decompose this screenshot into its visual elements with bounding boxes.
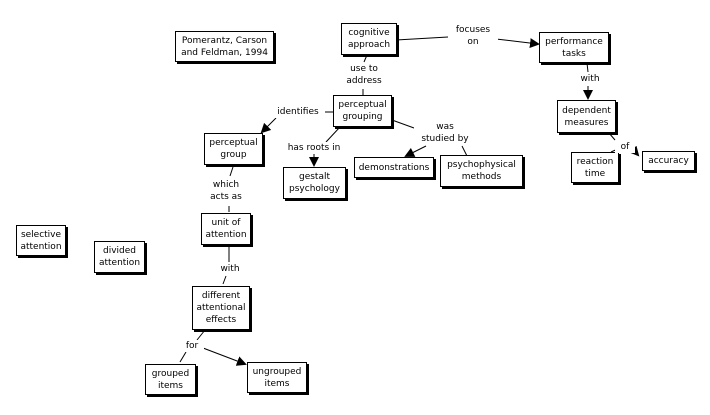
node-ungrouped-items[interactable]: ungrouped items xyxy=(247,362,307,393)
connector-group-which xyxy=(229,166,234,177)
link-label-with-1: with xyxy=(575,73,605,85)
node-grouped-items-label: grouped items xyxy=(151,368,190,391)
node-cognitive-approach[interactable]: cognitive approach xyxy=(341,23,397,55)
node-demonstrations-label: demonstrations xyxy=(358,162,430,173)
connector-cognitive-useto xyxy=(363,54,368,63)
node-demonstrations[interactable]: demonstrations xyxy=(354,157,434,178)
node-unit-of-attention-label: unit of attention xyxy=(205,218,247,240)
node-psychophysical-methods[interactable]: psychophysical methods xyxy=(440,155,523,187)
connector-for-ungrouped xyxy=(202,347,247,366)
node-performance-tasks[interactable]: performance tasks xyxy=(539,32,609,63)
node-citation[interactable]: Pomerantz, Carson and Feldman, 1994 xyxy=(175,31,274,62)
connector-identifies-group xyxy=(260,117,277,134)
node-perceptual-group-label: perceptual group xyxy=(209,138,258,160)
node-perceptual-grouping-label: perceptual grouping xyxy=(338,100,387,122)
connector-focuses-performance xyxy=(495,38,540,49)
node-accuracy-label: accuracy xyxy=(648,156,689,166)
connector-with-effects xyxy=(222,275,227,285)
node-grouped-items[interactable]: grouped items xyxy=(145,364,196,395)
link-label-has-roots-in: has roots in xyxy=(283,142,345,154)
link-label-was-studied-by: was studied by xyxy=(414,121,476,145)
node-perceptual-grouping[interactable]: perceptual grouping xyxy=(333,95,392,127)
node-dependent-measures[interactable]: dependent measures xyxy=(557,100,616,133)
node-divided-attention-label: divided attention xyxy=(98,246,141,268)
node-selective-attention[interactable]: selective attention xyxy=(16,225,66,256)
node-perceptual-group[interactable]: perceptual group xyxy=(204,133,263,165)
node-divided-attention[interactable]: divided attention xyxy=(94,241,145,273)
connector-effects-for xyxy=(196,329,206,341)
node-selective-attention-label: selective attention xyxy=(20,229,62,252)
connector-grouping-roots xyxy=(325,126,341,143)
node-gestalt-psychology[interactable]: gestalt psychology xyxy=(283,167,346,199)
connector-for-grouped xyxy=(179,351,187,363)
connector-studied-demonstrations xyxy=(404,145,427,157)
link-label-focuses-on: focuses on xyxy=(448,24,498,48)
node-psychophysical-methods-label: psychophysical methods xyxy=(447,160,516,182)
node-ungrouped-items-label: ungrouped items xyxy=(252,366,302,389)
link-label-which-acts-as: which acts as xyxy=(202,179,250,203)
node-reaction-time[interactable]: reaction time xyxy=(571,152,619,183)
node-performance-tasks-label: performance tasks xyxy=(545,36,603,59)
node-different-attentional-effects-label: different attentional effects xyxy=(196,291,246,325)
connector-cognitive-focuses xyxy=(395,36,449,41)
connector-performance-with xyxy=(586,62,589,73)
node-accuracy[interactable]: accuracy xyxy=(642,151,695,171)
node-different-attentional-effects[interactable]: different attentional effects xyxy=(192,286,250,330)
link-label-identifies: identifies xyxy=(271,106,325,118)
connector-dependent-of xyxy=(608,132,616,141)
node-dependent-measures-label: dependent measures xyxy=(562,105,611,128)
connector-studied-psychophysical xyxy=(461,145,468,157)
link-label-with-2: with xyxy=(215,263,245,275)
node-reaction-time-label: reaction time xyxy=(576,156,614,179)
connector-grouping-studied xyxy=(391,119,415,129)
node-cognitive-approach-label: cognitive approach xyxy=(347,28,391,50)
link-label-of: of xyxy=(615,141,635,153)
node-unit-of-attention[interactable]: unit of attention xyxy=(201,213,251,245)
node-citation-label: Pomerantz, Carson and Feldman, 1994 xyxy=(181,35,268,58)
link-label-for: for xyxy=(180,340,204,352)
node-gestalt-psychology-label: gestalt psychology xyxy=(289,172,340,194)
link-label-use-to-address: use to address xyxy=(338,63,390,87)
